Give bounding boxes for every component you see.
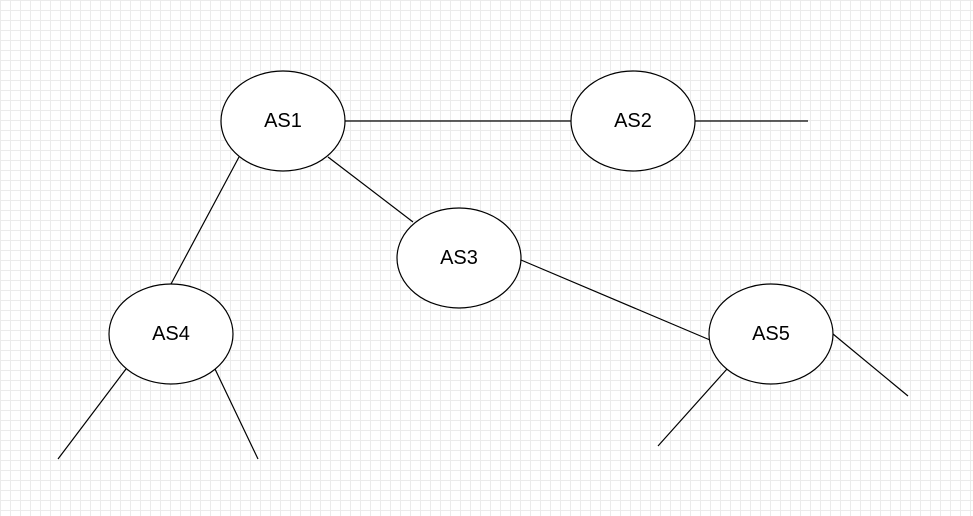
node-as5-label: AS5	[752, 323, 790, 345]
node-as4-label: AS4	[152, 323, 190, 345]
node-as4-ellipse	[108, 283, 234, 385]
node-as4[interactable]: AS4	[108, 283, 234, 385]
node-as5-ellipse	[708, 283, 834, 385]
node-as2-label: AS2	[614, 110, 652, 132]
node-as3-label: AS3	[440, 247, 478, 269]
dangling-link-as4-right[interactable]	[214, 368, 259, 460]
node-as1[interactable]: AS1	[220, 70, 346, 172]
edge-as3-as5[interactable]	[520, 259, 711, 341]
node-as2[interactable]: AS2	[570, 70, 696, 172]
node-as1-label: AS1	[264, 110, 302, 132]
edge-as1-as4[interactable]	[170, 156, 240, 285]
dangling-link-as5-left[interactable]	[657, 368, 728, 447]
node-as3-ellipse	[396, 207, 522, 309]
node-as3[interactable]: AS3	[396, 207, 522, 309]
node-as1-ellipse	[220, 70, 346, 172]
dangling-link-as5-right[interactable]	[832, 333, 909, 397]
edge-as1-as3[interactable]	[327, 156, 414, 223]
dangling-link-as4-left[interactable]	[57, 368, 127, 460]
node-as2-ellipse	[570, 70, 696, 172]
node-as5[interactable]: AS5	[708, 283, 834, 385]
